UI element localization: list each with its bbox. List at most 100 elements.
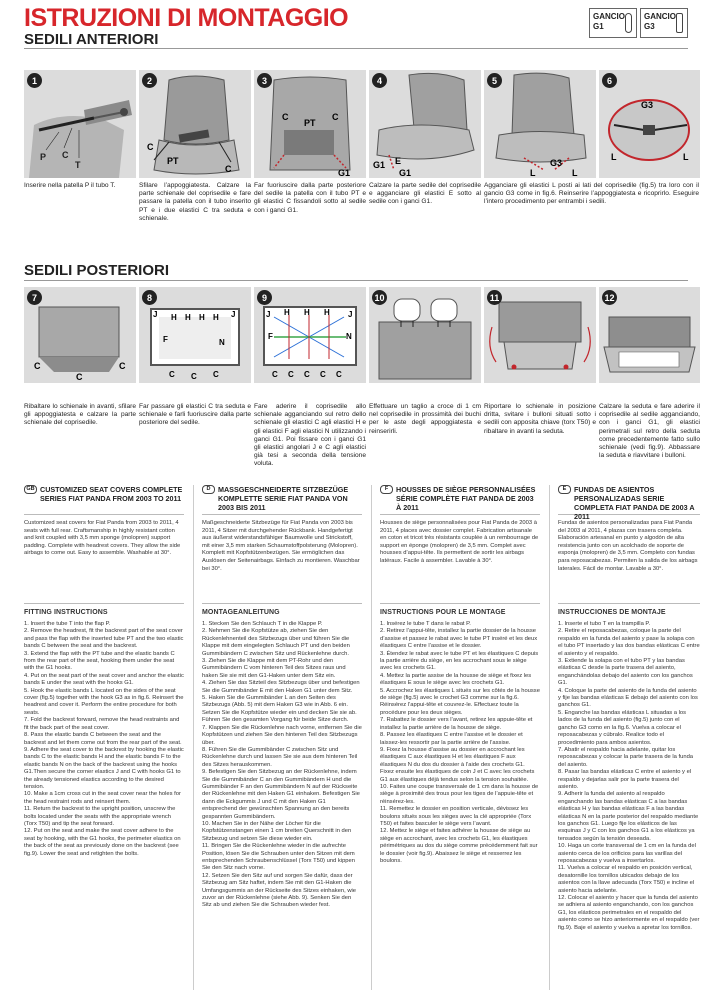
list-item: 10. Make a 1cm cross cut in the seat cov… [24,791,181,805]
step-9-illustration: 9 J H H H J F N C C C C C [254,287,366,383]
step-12-caption: Calzare la seduta e fare aderire il copr… [599,403,700,460]
hook-g3-icon [676,13,683,33]
label-g1: G1 [373,160,385,170]
instructions-heading: INSTRUCTIONS POUR LE MONTAGE [380,609,506,616]
list-item: 11. Return the backrest to the upright p… [24,806,176,827]
product-heading: HOUSSES DE SIÈGE PERSONNALISÉES SÉRIE CO… [396,485,536,512]
instructions-heading: MONTAGEANLEITUNG [202,609,280,616]
product-heading: CUSTOMIZED SEAT COVERS COMPLETE SERIES F… [40,485,183,503]
step-3-illustration: 3 C PT C G1 [254,70,366,178]
column-divider [371,485,372,990]
list-item: 9. Adhere the seat cover to the backrest… [24,746,184,790]
label-j: J [231,310,235,319]
label-pt: PT [167,156,179,166]
label-h: H [185,313,191,322]
list-item: 12. Colocar el asiento y hacer que la fu… [558,895,700,931]
step-number: 11 [487,290,502,305]
label-h: H [213,313,219,322]
list-item: 3. Extiende la solapa con el tubo PT y l… [558,658,693,687]
step-number: 8 [142,290,157,305]
list-item: 11. Bringen Sie die Rückenlehne wieder i… [202,843,355,872]
list-item: 3. Extend the flap with the PT tube and … [24,650,175,672]
product-description: Fundas de asientos personalizadas para F… [558,520,698,572]
list-item: 3. Ziehen Sie die Klappe mit dem PT-Rohr… [202,658,346,679]
label-c: C [288,370,294,379]
step-9-caption: Fare aderire il coprisedile allo schiena… [254,403,366,468]
section-title-front: SEDILI ANTERIORI [24,31,159,48]
product-heading: FUNDAS DE ASIENTOS PERSONALIZADAS SERIE … [574,485,695,521]
list-item: 2. Nehmen Sie die Kopfstütze ab, ziehen … [202,628,350,657]
product-description: Customized seat covers for Fiat Panda fr… [24,520,181,557]
label-g1: G1 [399,168,411,178]
step-number: 5 [487,73,502,88]
rear-hooking-icon: J H H H J F N C C C C C [254,287,366,383]
list-item: 1. Stecken Sie den Schlauch T in die Kla… [202,621,323,627]
list-item: 1. Insérez le tube T dans le rabat P. [380,621,471,627]
label-j: J [348,310,352,319]
seat-back-icon: C PT C [139,70,251,178]
step-number: 7 [27,290,42,305]
label-c: C [62,150,69,160]
label-c: C [119,361,126,371]
step-number: 3 [257,73,272,88]
label-c: C [336,370,342,379]
step-number: 1 [27,73,42,88]
label-h: H [304,308,310,317]
step-7-illustration: 7 C C C [24,287,136,383]
rear-elastics-icon: J H H H H J F N C C C [139,287,251,383]
instructions-list: 1. Inserte el tubo T en la trampilla P. … [558,621,700,932]
label-c: C [332,112,339,122]
list-item: 8. Führen Sie die Gummibänder C zwischen… [202,746,358,768]
label-c: C [191,372,197,381]
list-item: 2. Retire el reposacabezas, coloque la p… [558,628,700,657]
label-c: C [320,370,326,379]
list-item: 10. Machen Sie in der Nähe der Löcher fü… [202,820,352,842]
language-badge: F [380,485,393,494]
step-11-illustration: 11 [484,287,596,383]
step-4-illustration: 4 G1 E G1 [369,70,481,178]
list-item: 11. Remettez le dossier en position vert… [380,806,532,827]
step-12-illustration: 12 [599,287,700,383]
column-divider [549,485,550,990]
section-title-rear: SEDILI POSTERIORI [24,262,170,279]
list-item: 10. Haga un corte transversal de 1 cm en… [558,843,696,864]
seat-rear-icon: C PT C G1 [254,70,366,178]
list-item: 7. Klappen Sie die Rückenlehne nach vorn… [202,724,362,746]
seat-flap-icon: P C T [24,70,136,178]
list-item: 11. Vuelva a colocar el respaldo en posi… [558,865,695,894]
list-item: 1. Insert the tube T into the flap P. [24,621,111,627]
label-j: J [266,310,270,319]
list-item: 8. Passez les élastiques C entre l’assis… [380,732,523,746]
label-l: L [572,168,578,178]
list-item: 1. Inserte el tubo T en la trampilla P. [558,621,651,627]
list-item: 5. Accrochez les élastiques L situés sur… [380,687,540,716]
rear-backrest-icon: C C C [24,287,136,383]
step-7-caption: Ribaltare lo schienale in avanti, sfilar… [24,403,136,427]
label-h: H [171,313,177,322]
language-badge: D [202,485,215,494]
list-item: 5. Haken Sie die Gummibänder L an den Se… [202,695,357,724]
step-3-caption: Far fuoriuscire dalla parte posteriore d… [254,182,366,214]
hook-g3-code: G3 [644,22,655,31]
list-item: 7. Rabattez le dossier vers l’avant, ret… [380,717,533,731]
step-8-illustration: 8 J H H H H J F N C C C [139,287,251,383]
step-number: 10 [372,290,387,305]
list-item: 5. Hook the elastic bands L located on t… [24,687,184,716]
list-item: 9. Adherir la funda del asiento al respa… [558,791,699,842]
step-10-illustration: 10 [369,287,481,383]
product-description: Housses de siège personnalisées pour Fia… [380,520,539,564]
list-item: 8. Pasar las bandas elásticas C entre el… [558,769,692,790]
label-t: T [75,160,81,170]
label-h: H [284,308,290,317]
list-item: 4. Put on the seat part of the seat cove… [24,672,184,687]
step-8-caption: Far passare gli elastici C tra seduta e … [139,403,251,427]
label-c: C [213,370,219,379]
step-4-caption: Calzare la parte sedile del coprisedile … [369,182,481,206]
label-h: H [199,313,205,322]
step-number: 12 [602,290,617,305]
label-g1: G1 [338,168,350,178]
headrest-cut-icon [369,287,481,383]
